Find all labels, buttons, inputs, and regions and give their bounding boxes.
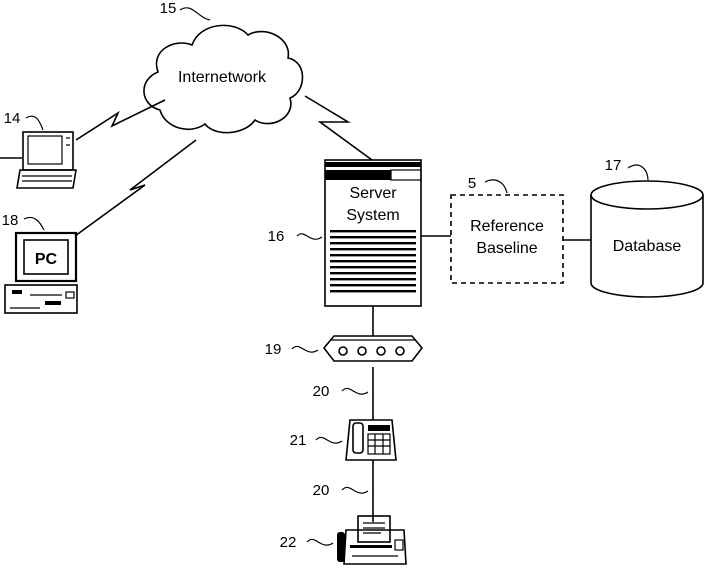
- line-upper-ref: 20: [313, 383, 330, 400]
- telephone-ref: 21: [290, 432, 307, 449]
- line-upper-leader: [342, 388, 368, 394]
- fax-ref: 22: [280, 534, 297, 551]
- pc-icon: PC: [5, 233, 77, 313]
- internetwork-label: Internetwork: [178, 69, 267, 86]
- reference-label-line2: Baseline: [476, 240, 537, 257]
- modem-leader: [292, 346, 318, 352]
- telephone-leader: [316, 437, 342, 443]
- database-ref: 17: [605, 157, 622, 174]
- server-slats: [330, 230, 416, 292]
- pc-ref: 18: [2, 212, 19, 229]
- pc-label: PC: [35, 251, 58, 268]
- reference-leader: [485, 180, 507, 193]
- line-lower-leader: [342, 487, 368, 493]
- reference-baseline-box: Reference Baseline: [451, 195, 563, 283]
- database-label: Database: [613, 238, 682, 255]
- fax-leader: [307, 539, 333, 545]
- server-label-line1: Server: [349, 185, 397, 202]
- server-system: Server System: [325, 160, 421, 306]
- laptop-icon: [0, 132, 76, 188]
- laptop-link: [76, 100, 165, 140]
- pc-link: [75, 140, 196, 236]
- reference-label-line1: Reference: [470, 218, 544, 235]
- server-link: [305, 96, 372, 160]
- database-leader: [628, 165, 648, 180]
- modem-icon: [324, 336, 422, 361]
- laptop-leader: [26, 116, 43, 130]
- internetwork-ref: 15: [160, 0, 177, 17]
- telephone-icon: [346, 420, 396, 460]
- modem-ref: 19: [265, 341, 282, 358]
- line-lower-ref: 20: [313, 482, 330, 499]
- server-label-line2: System: [346, 207, 399, 224]
- database-cylinder: Database: [591, 181, 703, 297]
- internetwork-cloud: Internetwork: [144, 25, 303, 132]
- pc-leader: [24, 217, 44, 230]
- internetwork-leader: [180, 8, 210, 20]
- laptop-ref: 14: [4, 110, 21, 127]
- fax-icon: [337, 516, 406, 564]
- reference-ref: 5: [468, 175, 476, 192]
- server-ref: 16: [268, 228, 285, 245]
- server-leader: [297, 234, 322, 239]
